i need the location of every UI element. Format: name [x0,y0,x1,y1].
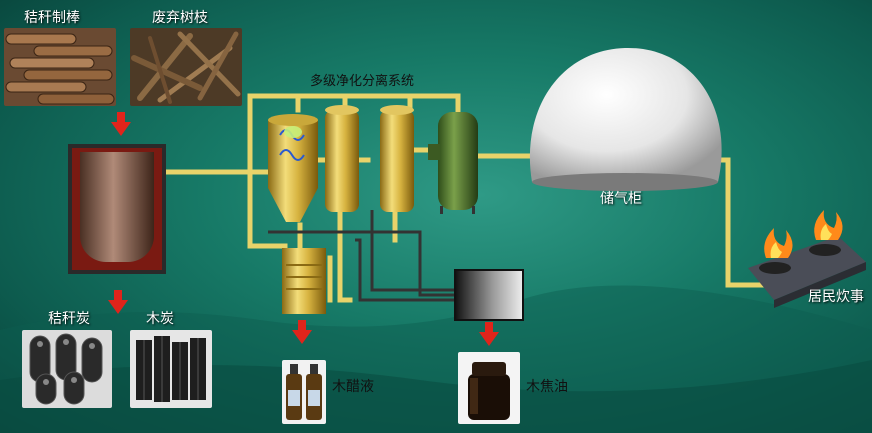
arrow-collector-to-vinegar [292,320,312,344]
label-straw-rods: 秸秆制棒 [24,10,80,26]
label-straw-charcoal: 秸秆炭 [48,311,90,327]
arrow-tank-to-tar [479,322,499,346]
waste-branches-photo [130,28,242,106]
gas-stove [748,210,866,308]
label-charcoal: 木炭 [146,311,174,327]
purification-column-2 [325,105,359,212]
label-gas-holder: 储气柜 [600,191,642,207]
label-wood-vinegar: 木醋液 [332,379,374,395]
tar-tank [454,269,524,321]
label-wood-tar: 木焦油 [526,379,568,395]
cyclone-separator [268,114,318,222]
arrow-feed-to-reactor [111,112,131,136]
purification-column-3 [380,105,414,212]
straw-charcoal-photo [22,330,112,408]
straw-rods-photo [4,28,116,106]
flow-arrows [108,112,499,346]
label-residential-cooking: 居民炊事 [808,289,864,305]
vinegar-collector [282,248,326,314]
wood-vinegar-bottles [282,360,326,424]
separator-tank [428,112,478,214]
label-waste-branches: 废弃树枝 [152,10,208,26]
gas-holder-dome [529,47,722,191]
arrow-reactor-to-charcoal [108,290,128,314]
charcoal-photo [130,330,212,408]
gasifier-reactor [68,144,166,274]
wood-tar-jar [458,352,520,424]
label-purification-system: 多级净化分离系统 [310,74,415,89]
